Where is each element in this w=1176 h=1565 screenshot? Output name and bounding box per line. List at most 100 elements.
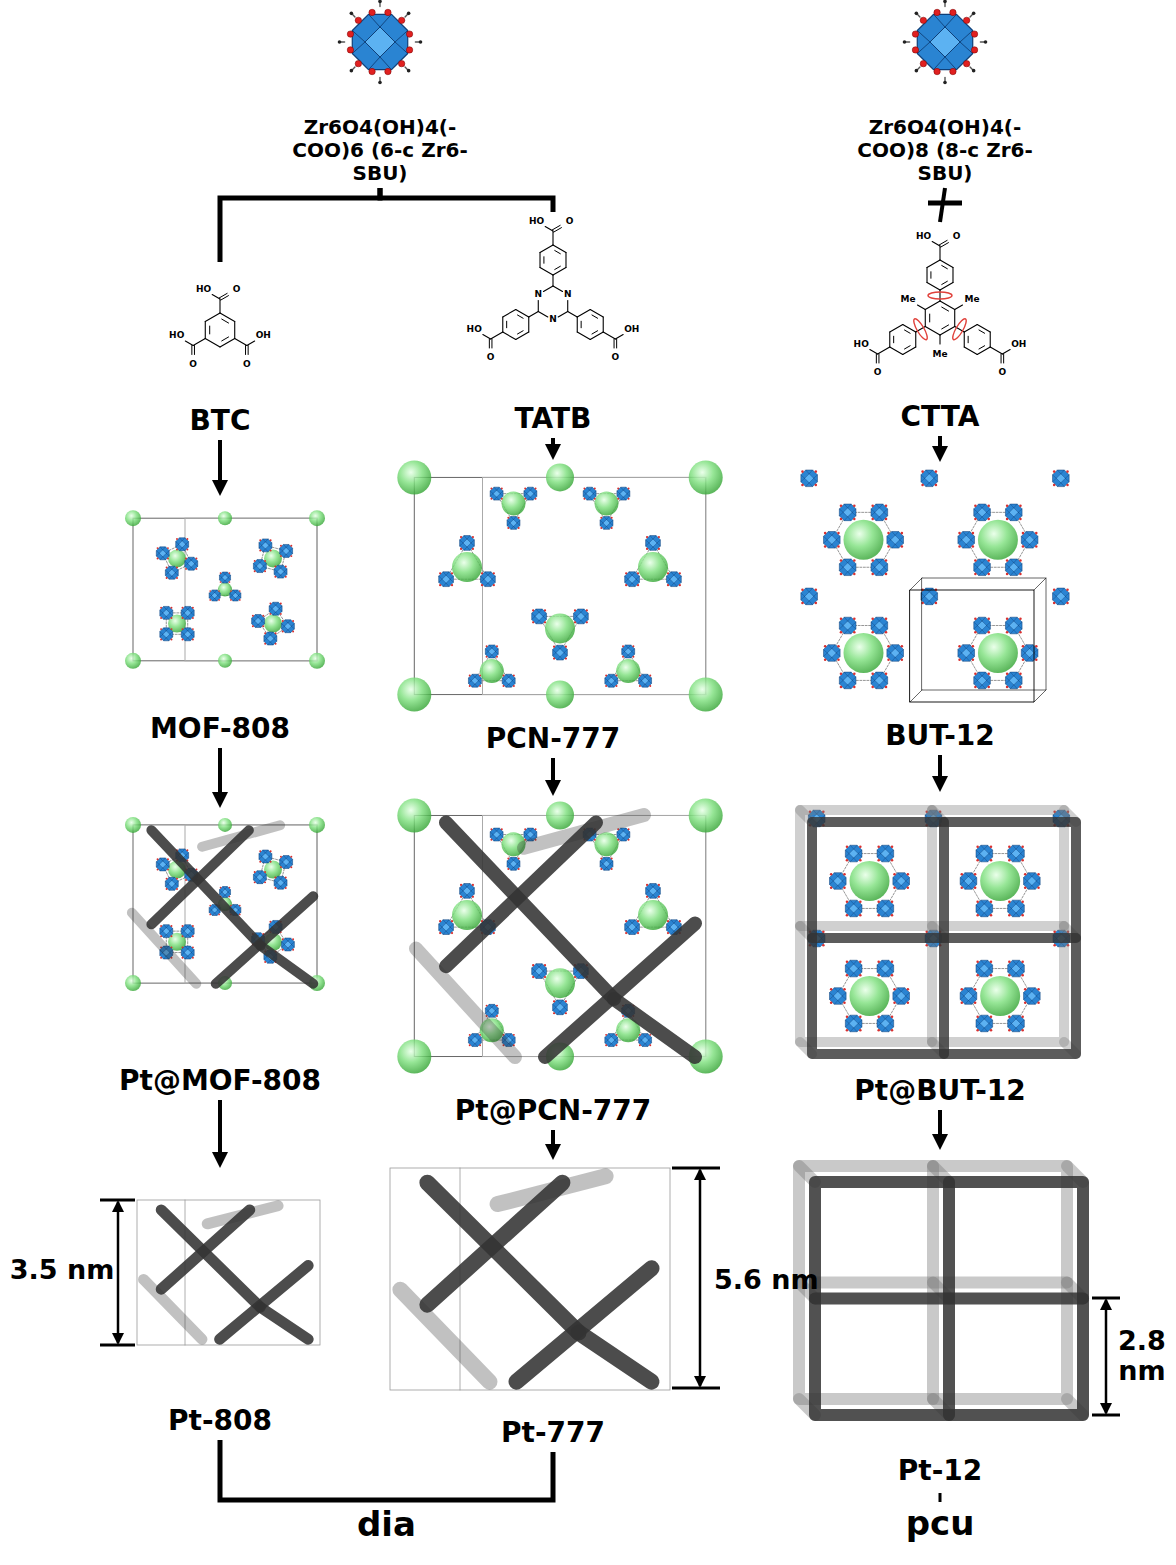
pt-mof808-composite xyxy=(270,850,272,852)
mof808-framework xyxy=(191,557,194,560)
but12-framework xyxy=(801,588,818,605)
but12-framework xyxy=(852,622,856,625)
pt-mof808-composite xyxy=(159,861,166,868)
pcn777-framework xyxy=(486,645,488,647)
ctta-structure xyxy=(904,330,910,333)
pcn777-framework xyxy=(578,609,581,612)
sbu-cluster-icon xyxy=(369,57,380,70)
sbu-cluster-icon xyxy=(407,12,411,16)
pt-mof808-composite xyxy=(292,949,294,951)
pt-pcn777-composite xyxy=(452,900,482,930)
pt-pcn777-composite xyxy=(485,1004,498,1017)
but12-framework xyxy=(885,631,888,634)
pt-mof808-composite xyxy=(182,957,184,959)
pcn777-framework xyxy=(509,674,512,677)
mof808-framework xyxy=(223,581,225,584)
pt-pcn777-composite xyxy=(485,1008,488,1011)
pt-mof808-composite xyxy=(218,914,220,916)
mof808-framework xyxy=(164,638,167,641)
mof808-framework xyxy=(160,557,163,560)
pt-pcn777-composite xyxy=(469,1044,471,1046)
pt-pcn777-composite xyxy=(560,1011,563,1014)
ctta-structure xyxy=(1003,354,1004,363)
ctta-structure xyxy=(964,332,965,347)
pt-pcn777-composite xyxy=(463,887,471,895)
pt-pcn777-composite xyxy=(527,831,534,838)
but12-framework xyxy=(1034,540,1038,543)
pcn777-framework xyxy=(397,460,431,494)
mof808-framework xyxy=(275,643,277,645)
but12-framework xyxy=(839,559,856,576)
pcn777-framework xyxy=(560,657,563,660)
mof808-framework xyxy=(280,548,283,551)
but12-framework xyxy=(844,572,847,576)
pcn777-framework xyxy=(471,540,474,543)
pt-pcn777-composite xyxy=(646,888,649,891)
pt-pcn777-composite xyxy=(460,884,475,899)
but12-framework xyxy=(935,602,938,605)
but12-framework xyxy=(1018,677,1022,680)
but12-framework xyxy=(815,484,818,487)
but12-framework xyxy=(1065,593,1069,596)
but12-framework xyxy=(958,536,962,539)
ctta-structure xyxy=(954,310,955,327)
pcn777-framework xyxy=(493,584,495,586)
pcn777-framework xyxy=(514,526,517,529)
but12-framework xyxy=(958,650,962,653)
tatb-structure xyxy=(565,253,566,268)
pcn777-framework xyxy=(518,517,520,519)
btc-structure xyxy=(205,322,206,339)
but12-framework xyxy=(979,617,982,621)
pcn777-framework xyxy=(469,675,471,677)
but12-framework xyxy=(832,645,835,649)
sbu-cluster-icon xyxy=(912,47,918,53)
mof808-framework xyxy=(215,590,217,593)
pcn777-framework xyxy=(608,677,615,684)
pcn777-framework xyxy=(528,497,531,500)
mof808-framework xyxy=(185,568,187,570)
mof808-framework xyxy=(262,542,269,549)
pcn777-framework xyxy=(609,684,612,687)
pt-pcn777-composite xyxy=(617,832,620,835)
tatb-structure xyxy=(590,310,603,318)
mof808-framework xyxy=(176,548,178,550)
pcn777-framework xyxy=(585,613,588,616)
pt-pcn777-composite xyxy=(514,857,517,860)
pt-mof808-composite xyxy=(283,856,286,859)
mof808-framework xyxy=(290,555,292,557)
pt-mof808-composite xyxy=(282,949,284,951)
but12-framework xyxy=(871,518,874,521)
mof808-framework xyxy=(253,560,266,573)
mof808-framework xyxy=(160,634,163,637)
mof808-framework xyxy=(166,567,168,569)
but12-framework xyxy=(987,686,990,689)
but12-framework xyxy=(974,504,977,507)
pt-mof808-composite xyxy=(263,860,266,863)
pcn777-framework xyxy=(493,490,500,497)
pcn777-framework xyxy=(583,498,585,500)
pt-pcn777-composite xyxy=(667,920,669,922)
pt-pcn777-composite xyxy=(439,927,442,930)
pcn777-framework xyxy=(622,645,624,647)
sbu-cluster-icon xyxy=(338,40,342,44)
tatb-structure xyxy=(552,231,553,245)
mof808-framework xyxy=(285,565,287,567)
pt-mof808-composite xyxy=(192,957,194,959)
pt-mof808-composite xyxy=(259,850,272,863)
pcn777-framework xyxy=(496,656,498,658)
pcn777-framework xyxy=(468,674,481,687)
but12-framework xyxy=(901,532,904,535)
pt-mof808-composite xyxy=(157,869,159,871)
pt-pcn777-composite xyxy=(439,924,442,927)
sbu-cluster-icon xyxy=(920,17,926,23)
pcn777-framework xyxy=(649,678,652,681)
but12-framework xyxy=(836,650,840,653)
pt-pcn777-composite xyxy=(512,1040,515,1043)
pt-pcn777-composite xyxy=(539,975,542,978)
btc-structure xyxy=(220,339,235,348)
pcn777-framework xyxy=(637,572,639,574)
ctta-structure xyxy=(952,268,953,283)
but12-framework xyxy=(1061,483,1064,487)
sbu-cluster-icon xyxy=(350,12,354,16)
pcn777-framework xyxy=(524,494,527,497)
